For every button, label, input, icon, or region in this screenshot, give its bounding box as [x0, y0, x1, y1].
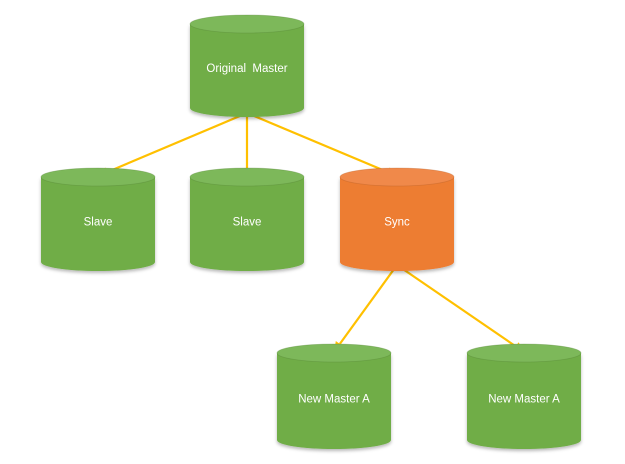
database-cylinder-icon	[189, 14, 305, 117]
cylinder-top	[466, 343, 582, 363]
database-cylinder-icon	[189, 167, 305, 271]
edges	[98, 111, 524, 352]
cylinder-body	[190, 24, 304, 117]
cylinder-body	[41, 177, 155, 271]
arrow-original-master-to-slave-1	[98, 111, 248, 177]
arrow-sync-to-new-master-a-2	[396, 264, 524, 352]
node-new-master-a-2: New Master A	[466, 343, 582, 449]
node-slave-2: Slave	[189, 167, 305, 271]
cylinder-body	[467, 353, 581, 449]
cylinder-body	[190, 177, 304, 271]
arrow-line	[396, 264, 517, 348]
arrow-line	[338, 264, 398, 345]
arrow-original-master-to-sync	[246, 111, 397, 177]
arrow-sync-to-new-master-a-1	[334, 264, 398, 352]
database-cylinder-icon	[339, 167, 455, 271]
cylinder-top	[189, 14, 305, 34]
node-label: New Master A	[298, 394, 370, 406]
node-label: Sync	[384, 217, 410, 229]
cylinder-top	[40, 167, 156, 187]
node-label: Slave	[233, 217, 262, 229]
database-cylinder-icon	[40, 167, 156, 271]
arrow-line	[246, 111, 389, 174]
node-label: New Master A	[488, 394, 560, 406]
node-label: Slave	[84, 217, 113, 229]
node-slave-1: Slave	[40, 167, 156, 271]
cylinder-body	[277, 353, 391, 449]
node-label: Original Master	[206, 63, 287, 75]
cylinder-top	[339, 167, 455, 187]
node-sync: Sync	[339, 167, 455, 271]
cylinder-top	[276, 343, 392, 363]
node-original-master: Original Master	[189, 14, 305, 117]
cylinder-top	[189, 167, 305, 187]
node-new-master-a-1: New Master A	[276, 343, 392, 449]
database-cylinder-icon	[276, 343, 392, 449]
cylinder-body	[340, 177, 454, 271]
arrow-line	[106, 111, 248, 174]
database-cylinder-icon	[466, 343, 582, 449]
